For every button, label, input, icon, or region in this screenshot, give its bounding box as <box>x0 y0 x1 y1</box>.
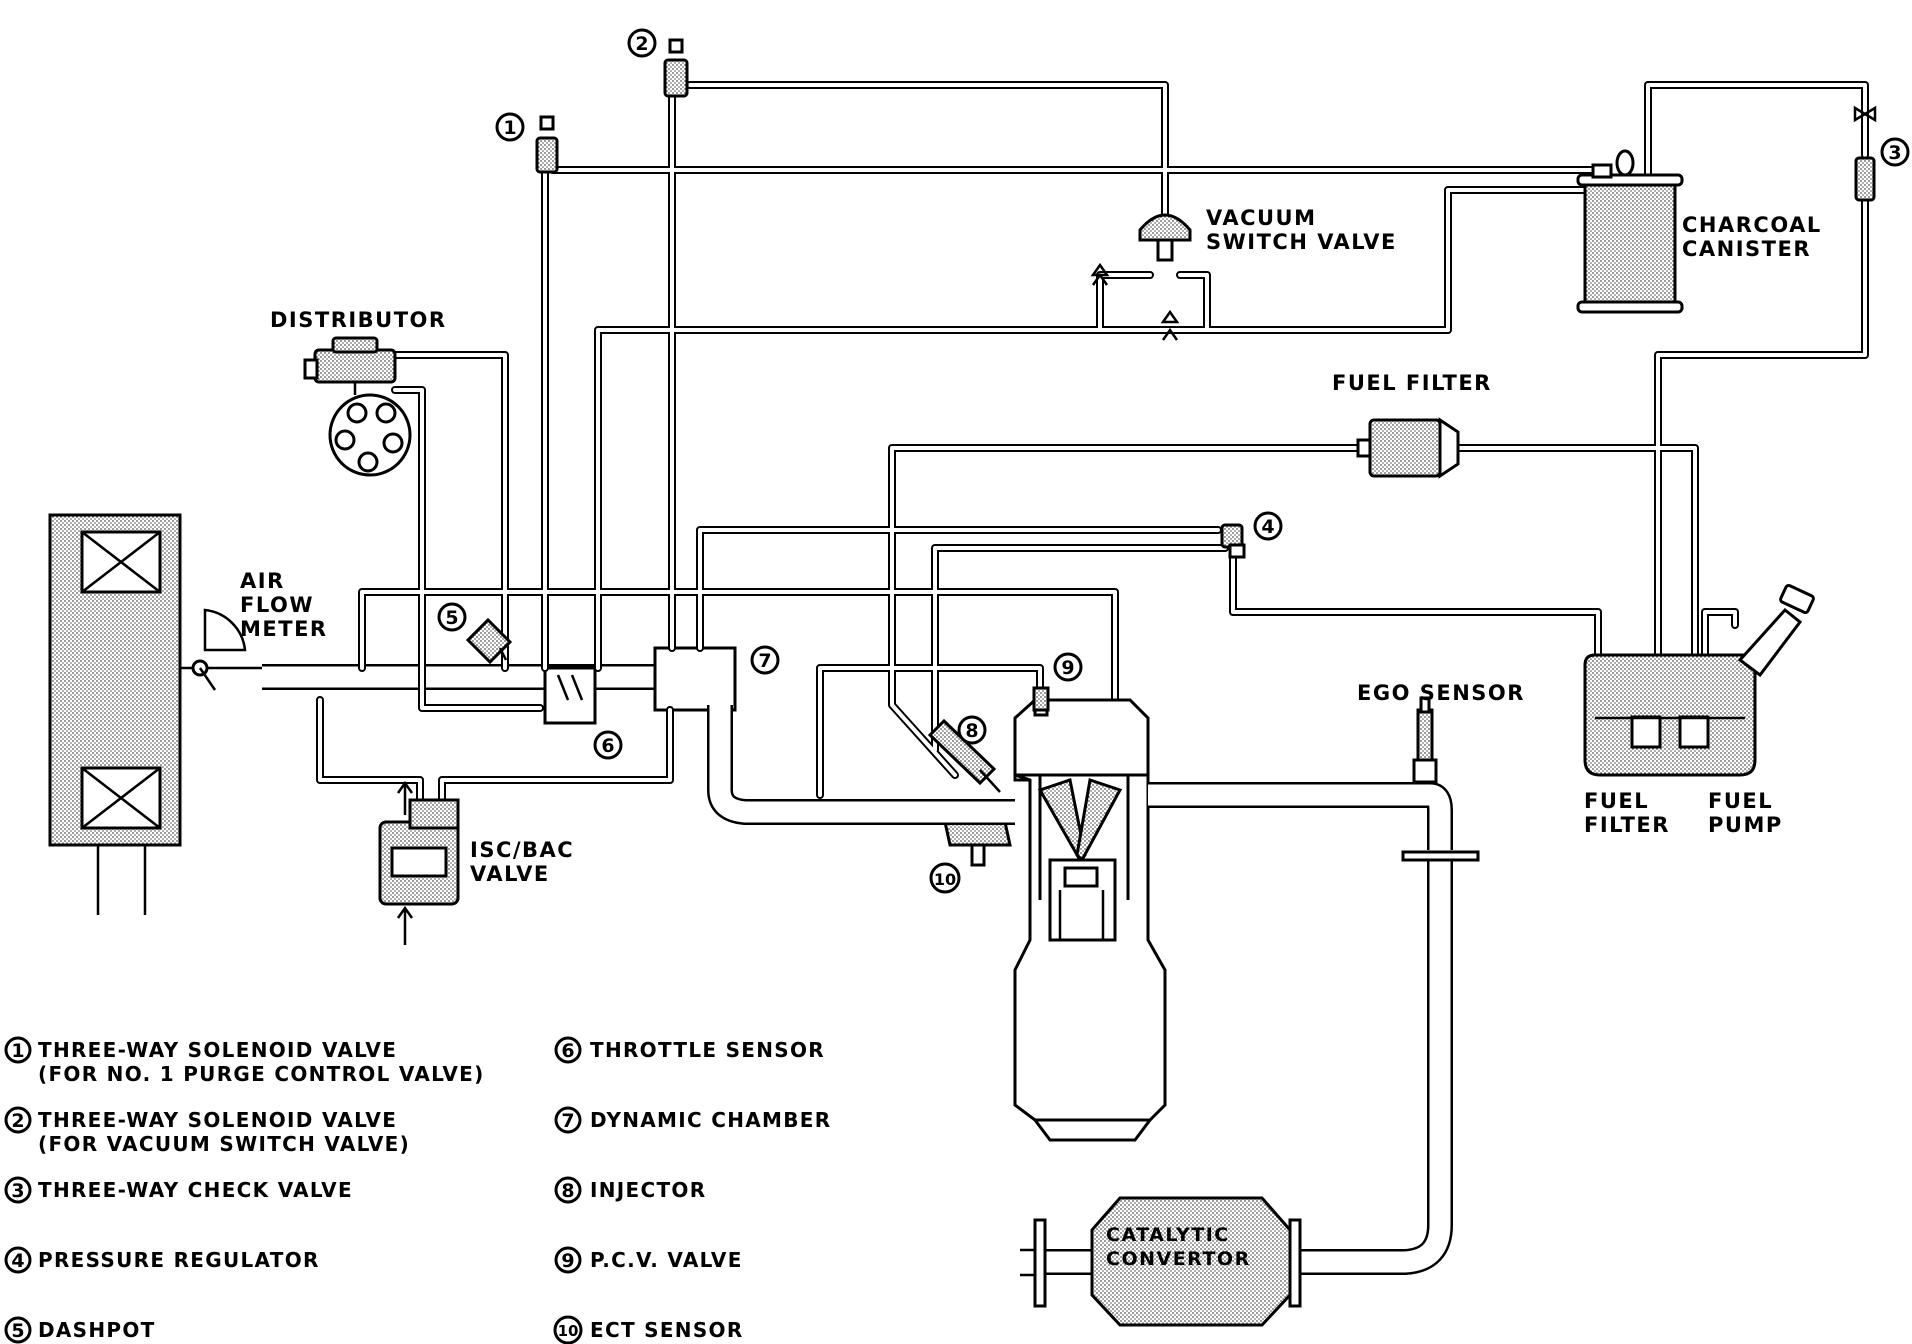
vacuum-switch-valve <box>1090 213 1192 341</box>
callout-9: 9 <box>1053 652 1083 682</box>
legend-text-2a: THREE-WAY SOLENOID VALVE <box>38 1108 397 1132</box>
callout-1-text: 1 <box>503 117 516 139</box>
ect-sensor <box>943 820 1012 867</box>
callout-4-text: 4 <box>1261 516 1274 538</box>
callout-6: 6 <box>593 730 623 760</box>
legend-text-6: THROTTLE SENSOR <box>590 1038 825 1062</box>
legend-item-9: 9 P.C.V. VALVE <box>554 1246 743 1274</box>
callout-2: 2 <box>627 28 657 58</box>
label-vacuum-switch-valve-1: VACUUM <box>1206 206 1317 230</box>
callout-1: 1 <box>495 112 525 142</box>
legend-num-1: 1 <box>11 1040 24 1062</box>
label-ego-sensor: EGO SENSOR <box>1357 681 1525 705</box>
fuel-filter-inline <box>1356 417 1460 479</box>
label-catalytic-convertor-1: CATALYTIC <box>1106 1224 1230 1246</box>
legend-item-2: 2 THREE-WAY SOLENOID VALVE (FOR VACUUM S… <box>4 1106 410 1156</box>
label-distributor: DISTRIBUTOR <box>270 308 447 332</box>
legend-item-4: 4 PRESSURE REGULATOR <box>4 1246 320 1274</box>
legend-text-1b: (FOR NO. 1 PURGE CONTROL VALVE) <box>38 1062 485 1086</box>
legend-text-3: THREE-WAY CHECK VALVE <box>38 1178 353 1202</box>
label-charcoal-canister-2: CANISTER <box>1682 237 1811 261</box>
catalytic-convertor <box>1090 1196 1292 1327</box>
label-charcoal-canister-1: CHARCOAL <box>1682 213 1822 237</box>
exhaust-pipe <box>707 705 1480 1308</box>
legend-num-9: 9 <box>561 1250 574 1272</box>
callout-10-text: 10 <box>934 870 956 889</box>
legend-num-7: 7 <box>561 1110 574 1132</box>
solenoid-valve-1 <box>535 115 559 174</box>
callout-8: 8 <box>957 715 987 745</box>
air-flow-meter <box>180 608 262 691</box>
solenoid-valve-2 <box>663 38 689 98</box>
callout-5-text: 5 <box>445 607 458 629</box>
legend-num-6: 6 <box>561 1040 574 1062</box>
pcv-valve <box>1032 686 1050 712</box>
isc-bac-valve <box>378 780 460 945</box>
legend-num-2: 2 <box>11 1110 24 1132</box>
callout-4: 4 <box>1253 511 1283 541</box>
label-fuel-filter-top: FUEL FILTER <box>1332 371 1492 395</box>
label-fuel-filter-tank-1: FUEL <box>1584 789 1649 813</box>
charcoal-canister <box>1576 149 1684 314</box>
callout-7-text: 7 <box>758 650 771 672</box>
vacuum-and-fuel-hoses <box>316 81 1869 804</box>
intake-duct <box>262 646 737 725</box>
legend-item-10: 10 ECT SENSOR <box>553 1315 744 1344</box>
injector <box>927 718 1001 793</box>
legend: 1 THREE-WAY SOLENOID VALVE (FOR NO. 1 PU… <box>4 1036 831 1344</box>
distributor <box>303 336 412 477</box>
callout-8-text: 8 <box>965 720 978 742</box>
callout-3-text: 3 <box>1888 142 1901 164</box>
pressure-regulator <box>1220 523 1246 559</box>
callout-5: 5 <box>437 602 467 632</box>
callout-7: 7 <box>750 645 780 675</box>
legend-num-3: 3 <box>11 1180 24 1202</box>
legend-text-5: DASHPOT <box>38 1318 156 1342</box>
label-fuel-pump-2: PUMP <box>1708 813 1783 837</box>
legend-item-3: 3 THREE-WAY CHECK VALVE <box>4 1176 353 1204</box>
legend-text-2b: (FOR VACUUM SWITCH VALVE) <box>38 1132 410 1156</box>
label-isc-bac-valve-2: VALVE <box>470 862 550 886</box>
callout-10: 10 <box>929 862 961 894</box>
legend-item-5: 5 DASHPOT <box>4 1316 156 1344</box>
legend-num-5: 5 <box>11 1320 24 1342</box>
callout-6-text: 6 <box>601 735 614 757</box>
label-fuel-filter-tank-2: FILTER <box>1584 813 1670 837</box>
dashpot <box>465 617 513 665</box>
legend-num-4: 4 <box>11 1250 24 1272</box>
label-air-flow-meter-3: METER <box>240 617 328 641</box>
legend-text-9: P.C.V. VALVE <box>590 1248 743 1272</box>
legend-text-4: PRESSURE REGULATOR <box>38 1248 320 1272</box>
legend-item-6: 6 THROTTLE SENSOR <box>554 1036 825 1064</box>
label-vacuum-switch-valve-2: SWITCH VALVE <box>1206 230 1397 254</box>
legend-text-7: DYNAMIC CHAMBER <box>590 1108 831 1132</box>
label-fuel-pump-1: FUEL <box>1708 789 1773 813</box>
legend-text-10: ECT SENSOR <box>590 1318 744 1342</box>
three-way-check-valve <box>1853 105 1877 202</box>
label-air-flow-meter-1: AIR <box>240 569 285 593</box>
callout-2-text: 2 <box>635 33 648 55</box>
legend-num-8: 8 <box>561 1180 574 1202</box>
label-isc-bac-valve-1: ISC/BAC <box>470 838 574 862</box>
fuel-tank <box>1583 583 1815 777</box>
callout-3: 3 <box>1880 137 1910 167</box>
label-catalytic-convertor-2: CONVERTOR <box>1106 1248 1251 1270</box>
legend-text-8: INJECTOR <box>590 1178 706 1202</box>
legend-item-8: 8 INJECTOR <box>554 1176 706 1204</box>
legend-text-1a: THREE-WAY SOLENOID VALVE <box>38 1038 397 1062</box>
engine <box>1013 698 1167 1142</box>
callout-9-text: 9 <box>1061 657 1074 679</box>
ego-sensor <box>1412 696 1438 784</box>
air-cleaner <box>48 513 182 915</box>
legend-item-7: 7 DYNAMIC CHAMBER <box>554 1106 831 1134</box>
legend-num-10: 10 <box>558 1322 579 1340</box>
label-air-flow-meter-2: FLOW <box>240 593 314 617</box>
legend-item-1: 1 THREE-WAY SOLENOID VALVE (FOR NO. 1 PU… <box>4 1036 485 1086</box>
